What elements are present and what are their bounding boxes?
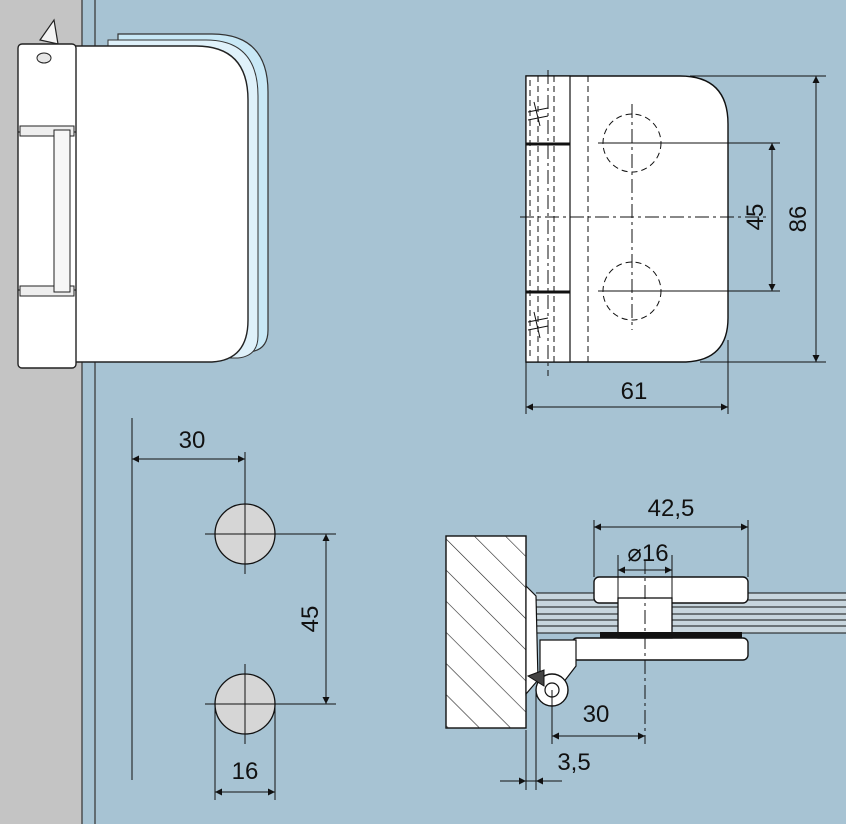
- section-dim-axis-to-center: 30: [583, 701, 610, 728]
- hinge-perspective-illustration: [17, 18, 269, 369]
- side-section-view: 42,5 ⌀16 30 3,5: [445, 495, 846, 790]
- drill-dim-hole-diameter: 16: [232, 758, 259, 785]
- front-dim-height: 86: [785, 206, 812, 233]
- section-dim-plate-length: 42,5: [648, 495, 695, 522]
- front-dim-width: 61: [621, 378, 648, 405]
- front-dim-hole-spacing: 45: [742, 204, 769, 231]
- front-view: 45 86 61: [520, 70, 826, 414]
- drill-dim-hole-spacing: 45: [297, 606, 324, 633]
- drill-dim-edge-to-center: 30: [179, 427, 206, 454]
- section-dim-hole-diameter: ⌀16: [627, 540, 668, 567]
- glass-drilling-detail: 30 45 16: [131, 418, 336, 800]
- section-dim-gap: 3,5: [557, 749, 590, 776]
